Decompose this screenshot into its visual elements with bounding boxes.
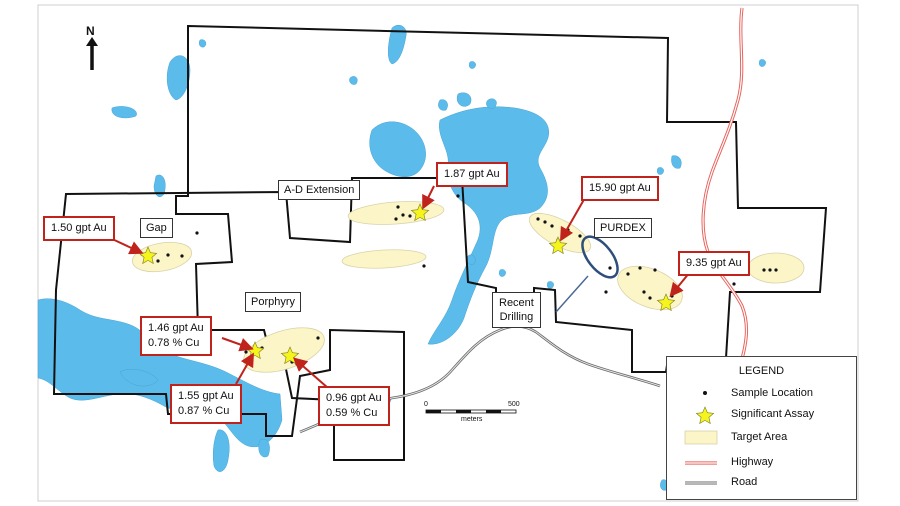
label-recent-drilling: Recent Drilling: [492, 292, 541, 328]
assay-value-au: 1.55 gpt Au: [178, 390, 234, 402]
road-line-icon: [685, 481, 717, 485]
assay-value-au: 0.96 gpt Au: [326, 392, 382, 404]
north-arrow-head: [86, 37, 98, 46]
assay-callout-1-46: 1.46 gpt Au 0.78 % Cu: [140, 316, 212, 356]
star-icon: [695, 406, 715, 424]
assay-value-cu: 0.59 % Cu: [326, 407, 378, 419]
scale-unit: meters: [461, 416, 483, 423]
assay-callout-1-50: 1.50 gpt Au: [43, 216, 115, 241]
target-area-highway-east: [747, 252, 805, 284]
assay-callout-0-96: 0.96 gpt Au 0.59 % Cu: [318, 386, 390, 426]
legend-item-road: Road: [667, 474, 856, 492]
assay-star: [548, 236, 568, 255]
legend-label: Sample Location: [731, 387, 813, 399]
scale-bar: [425, 409, 517, 414]
map-legend: LEGEND Sample Location Significant Assay…: [666, 356, 857, 500]
recent-drilling-leader: [555, 275, 589, 313]
label-purdex: PURDEX: [594, 218, 652, 238]
legend-label: Highway: [731, 456, 774, 468]
assay-star: [656, 293, 676, 312]
north-label: N: [86, 24, 95, 38]
assay-callout-1-87: 1.87 gpt Au: [436, 162, 508, 187]
legend-label: Significant Assay: [731, 408, 815, 420]
label-porphyry: Porphyry: [245, 292, 302, 312]
recent-drilling-outline: [581, 235, 619, 279]
legend-item-target-area: Target Area: [667, 429, 856, 447]
label-recent-drilling-line1: Recent: [499, 297, 534, 309]
assay-value-au: 1.46 gpt Au: [148, 322, 204, 334]
assay-value: 1.87 gpt Au: [444, 168, 500, 180]
scale-start: 0: [424, 401, 428, 408]
sample-dot-icon: [703, 391, 707, 395]
target-area-ad-south: [341, 249, 427, 269]
assay-value: 9.35 gpt Au: [686, 257, 742, 269]
legend-item-highway: Highway: [667, 454, 856, 472]
legend-title: LEGEND: [738, 365, 785, 377]
label-gap: Gap: [140, 218, 173, 238]
highway-line-icon: [685, 461, 717, 465]
assay-callout-15-90: 15.90 gpt Au: [581, 176, 659, 201]
target-area-swatch-icon: [684, 430, 718, 445]
legend-label: Road: [731, 476, 758, 488]
assay-value-cu: 0.87 % Cu: [178, 405, 230, 417]
label-recent-drilling-line2: Drilling: [499, 311, 534, 323]
legend-item-significant-assay: Significant Assay: [667, 406, 856, 424]
assay-value: 15.90 gpt Au: [589, 182, 651, 194]
assay-value: 1.50 gpt Au: [51, 222, 107, 234]
label-ad-extension: A-D Extension: [278, 180, 361, 200]
assay-star: [410, 203, 430, 222]
legend-item-sample-location: Sample Location: [667, 385, 856, 403]
scale-end: 500: [508, 401, 520, 408]
assay-callout-9-35: 9.35 gpt Au: [678, 251, 750, 276]
assay-value-cu: 0.78 % Cu: [148, 337, 200, 349]
legend-label: Target Area: [731, 431, 788, 443]
assay-callout-1-55: 1.55 gpt Au 0.87 % Cu: [170, 384, 242, 424]
